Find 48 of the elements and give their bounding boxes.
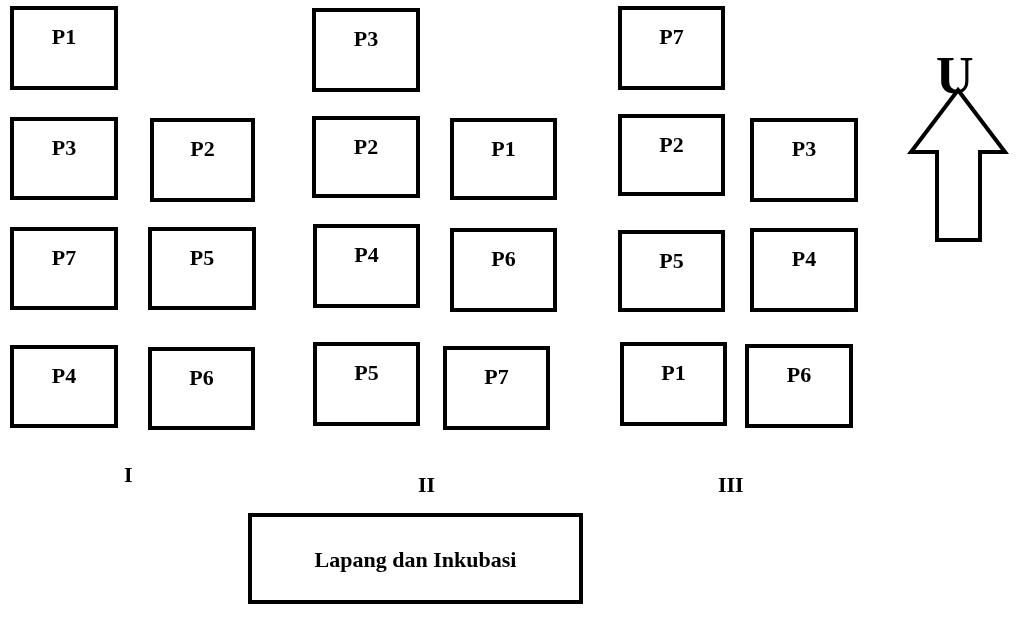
plot-label: P5 [188, 245, 216, 271]
plot-box [148, 227, 256, 310]
plot-label: P7 [50, 245, 78, 271]
plot-label: P6 [785, 362, 813, 388]
plot-box [750, 118, 858, 202]
plot-label: P2 [189, 136, 216, 162]
plot-box [10, 227, 118, 310]
plot-label: P7 [483, 364, 510, 390]
plot-box [620, 342, 727, 426]
plot-box [450, 118, 557, 200]
plot-label: P5 [658, 248, 685, 274]
plot-box [443, 346, 550, 430]
plot-label: P1 [660, 360, 687, 386]
plot-box [10, 117, 118, 200]
plot-label: P3 [352, 26, 380, 52]
plot-label: P1 [50, 24, 78, 50]
plot-box [618, 114, 725, 196]
plot-box [313, 224, 420, 308]
plot-box [618, 6, 725, 90]
plot-label: P6 [188, 365, 215, 391]
plot-label: P4 [50, 363, 78, 389]
plot-box [450, 228, 557, 312]
plot-box [150, 118, 255, 202]
plot-box [148, 347, 255, 430]
plot-label: P7 [658, 24, 685, 50]
area-box [248, 513, 583, 604]
plot-box [10, 6, 118, 90]
north-letter: U [936, 50, 974, 102]
plot-box [618, 230, 725, 312]
plot-label: P1 [490, 136, 517, 162]
plot-label: P3 [50, 135, 78, 161]
plot-box [745, 344, 853, 428]
plot-label: P4 [353, 242, 380, 268]
plot-box [750, 228, 858, 312]
plot-label: P3 [790, 136, 818, 162]
plot-label: P5 [353, 360, 380, 386]
plot-label: P4 [790, 246, 818, 272]
plot-box [312, 8, 420, 92]
area-label: Lapang dan Inkubasi [313, 547, 518, 573]
plot-label: P2 [658, 132, 685, 158]
block-numeral: I [124, 462, 133, 488]
plot-box [10, 345, 118, 428]
block-numeral: III [718, 472, 744, 498]
block-numeral: II [418, 472, 436, 498]
plot-box [313, 342, 420, 426]
plot-label: P2 [352, 134, 380, 160]
plot-box [312, 116, 420, 198]
plot-label: P6 [490, 246, 517, 272]
